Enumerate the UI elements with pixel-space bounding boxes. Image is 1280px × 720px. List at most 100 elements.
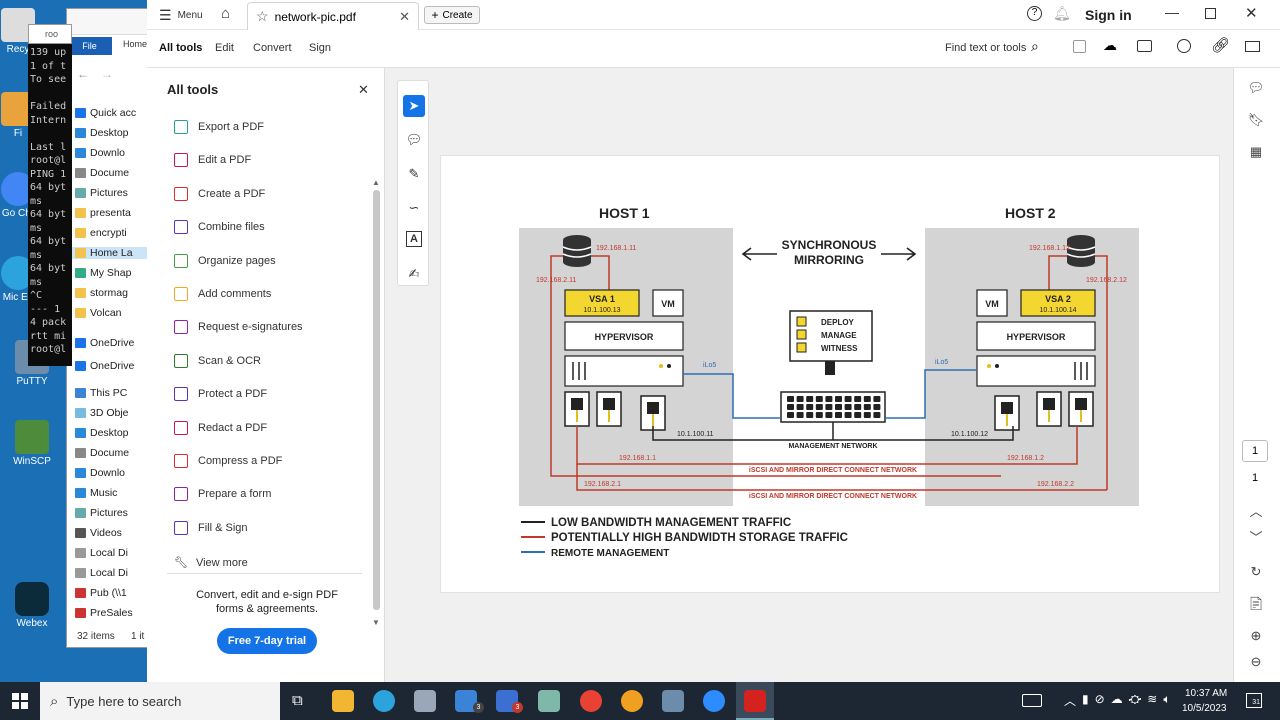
freehand-draw-icon[interactable]: ∽ (408, 200, 420, 215)
taskbar-notes-icon[interactable] (538, 690, 560, 712)
close-tab-icon[interactable]: ✕ (399, 8, 410, 24)
tool-item[interactable]: Compress a PDF (174, 454, 282, 468)
create-button[interactable]: +Create (424, 6, 480, 24)
view-more-link[interactable]: 🔧︎View more (174, 556, 248, 570)
sign-in-button[interactable]: Sign in (1085, 7, 1132, 23)
nav-item[interactable]: Videos (75, 527, 122, 539)
zoom-out-icon[interactable]: ⊖ (1250, 654, 1262, 669)
tool-item[interactable]: Combine files (174, 220, 265, 235)
nav-item[interactable]: Quick acc (75, 107, 136, 119)
search-icon[interactable]: ⌕ (1031, 38, 1039, 54)
taskbar-app3-icon[interactable] (414, 690, 436, 712)
comment-panel-icon[interactable]: 💬︎ (1247, 80, 1265, 95)
sign-icon[interactable]: ✍︎ (408, 266, 420, 281)
nav-item[interactable]: Desktop (75, 127, 129, 139)
email-icon[interactable] (1245, 41, 1260, 52)
task-view-icon[interactable]: ⧉ (292, 692, 303, 709)
tool-item[interactable]: Scan & OCR (174, 353, 261, 368)
taskbar-mail-icon[interactable] (455, 690, 477, 712)
nav-item[interactable]: Volcan (75, 307, 122, 319)
select-cursor-icon[interactable]: ➤ (403, 95, 425, 117)
tool-item[interactable]: Redact a PDF (174, 420, 267, 435)
add-comment-icon[interactable]: 💬︎ (405, 132, 423, 147)
nav-item[interactable]: Pictures (75, 187, 128, 199)
link-icon[interactable]: 🔗︎ (1211, 37, 1231, 54)
nav-item[interactable]: Local Di (75, 567, 128, 579)
taskbar-chrome-icon[interactable] (580, 690, 602, 712)
tray-chevron-icon[interactable]: ︿ (1064, 694, 1077, 708)
notification-icon[interactable]: 31 (1246, 693, 1262, 708)
help-icon[interactable]: ? (1027, 6, 1042, 21)
bookmark-icon[interactable]: 🔖︎ (1247, 112, 1265, 127)
tool-item[interactable]: Prepare a form (174, 487, 271, 502)
extract-page-icon[interactable]: 📄︎ (1247, 596, 1265, 611)
rotate-icon[interactable]: ↻ (1250, 564, 1262, 579)
taskbar-edge-icon[interactable] (373, 690, 395, 712)
find-text-field[interactable]: Find text or tools (945, 42, 1027, 54)
pdf-page[interactable]: HOST 1 HOST 2 SYNCHRONOUS MIRRORING 192.… (440, 155, 1220, 593)
thumbnails-grid-icon[interactable]: ▦ (1249, 144, 1263, 159)
share-user-icon[interactable] (1177, 39, 1191, 53)
taskbar-search[interactable]: ⌕Type here to search (40, 682, 280, 720)
windows-start-icon[interactable] (12, 693, 28, 709)
clock-time[interactable]: 10:37 AM (1185, 688, 1228, 699)
scroll-down-icon[interactable]: ▼ (372, 618, 380, 627)
text-box-icon[interactable]: A (406, 231, 422, 247)
page-number-box[interactable]: 1 (1242, 440, 1268, 462)
tool-item[interactable]: Request e-signatures (174, 320, 303, 335)
document-tab[interactable]: ☆ network-pic.pdf ✕ (247, 2, 419, 30)
desktop-icon-winscp[interactable]: WinSCP (0, 420, 64, 467)
bell-icon[interactable]: 🔔︎ (1053, 5, 1071, 21)
nav-item[interactable]: Desktop (75, 427, 129, 439)
putty-titlebar[interactable]: roo (28, 24, 72, 44)
tab-edit[interactable]: Edit (215, 42, 234, 54)
desktop-icon-webex[interactable]: Webex (0, 582, 64, 629)
nav-item[interactable]: presenta (75, 207, 131, 219)
nav-item[interactable]: encrypti (75, 227, 127, 239)
nav-item[interactable]: Pub (\\1 (75, 587, 127, 599)
tab-convert[interactable]: Convert (253, 42, 292, 54)
panel-close-icon[interactable]: ✕ (358, 82, 369, 97)
nav-item[interactable]: Local Di (75, 547, 128, 559)
maximize-icon[interactable] (1205, 8, 1216, 19)
nav-item[interactable]: stormag (75, 287, 128, 299)
nav-item[interactable]: Docume (75, 447, 129, 459)
forward-arrow-icon[interactable]: → (101, 67, 113, 81)
nav-item[interactable]: My Shap (75, 267, 131, 279)
taskbar-explorer-icon[interactable] (332, 690, 354, 712)
nav-item[interactable]: This PC (75, 387, 127, 399)
tool-item[interactable]: Protect a PDF (174, 387, 267, 402)
ribbon-home-tab[interactable]: Home (123, 39, 148, 49)
nav-item[interactable]: 3D Obje (75, 407, 129, 419)
nav-item[interactable]: Downlo (75, 467, 125, 479)
panel-scrollbar[interactable]: ▲ ▼ (372, 178, 382, 633)
taskbar-zoom-icon[interactable] (703, 690, 725, 712)
ribbon-file-tab[interactable]: File (67, 37, 112, 55)
nav-item[interactable]: Downlo (75, 147, 125, 159)
tray-icons[interactable]: ▮⊘☁⛮≋🔈︎ (1082, 692, 1177, 706)
taskbar-acrobat-icon[interactable] (744, 690, 766, 712)
upload-cloud-icon[interactable]: ☁ (1103, 37, 1117, 53)
tool-item[interactable]: Fill & Sign (174, 520, 248, 535)
tool-item[interactable]: Organize pages (174, 253, 276, 268)
highlight-pen-icon[interactable]: ✎ (408, 166, 420, 181)
save-icon[interactable] (1073, 40, 1086, 53)
print-icon[interactable] (1137, 40, 1152, 52)
taskbar-putty-icon[interactable] (662, 690, 684, 712)
menu-button[interactable]: ☰Menu (159, 7, 203, 23)
clock-date[interactable]: 10/5/2023 (1182, 703, 1227, 714)
home-icon[interactable]: ⌂ (221, 5, 231, 22)
tool-item[interactable]: Edit a PDF (174, 153, 251, 168)
nav-item[interactable]: Music (75, 487, 117, 499)
minimize-icon[interactable]: — (1165, 4, 1179, 20)
page-up-icon[interactable]: ︿ (1249, 503, 1263, 519)
taskbar-app8-icon[interactable] (621, 690, 643, 712)
free-trial-button[interactable]: Free 7-day trial (217, 628, 317, 654)
nav-item[interactable]: Docume (75, 167, 129, 179)
zoom-in-icon[interactable]: ⊕ (1250, 628, 1262, 643)
scroll-up-icon[interactable]: ▲ (372, 178, 380, 187)
nav-item[interactable]: OneDrive (75, 360, 134, 372)
tool-item[interactable]: Export a PDF (174, 120, 264, 134)
